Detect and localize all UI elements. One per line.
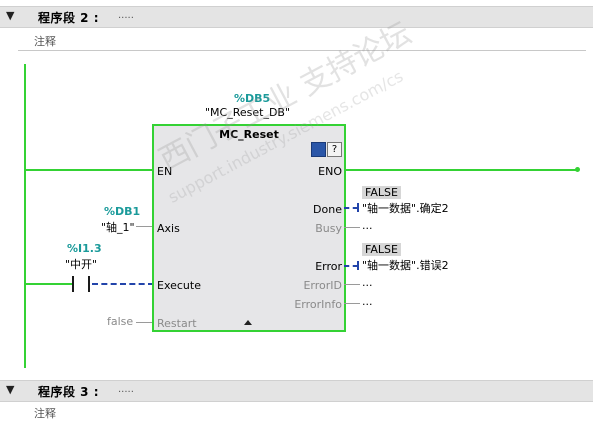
pin-eno[interactable]: ENO bbox=[318, 165, 342, 178]
block-title: MC_Reset bbox=[219, 128, 279, 141]
axis-connection-line bbox=[136, 226, 154, 227]
instance-db-name[interactable]: "MC_Reset_DB" bbox=[205, 106, 291, 119]
expand-arrow-icon[interactable] bbox=[244, 320, 252, 325]
block-info-icon[interactable] bbox=[311, 142, 326, 157]
pin-error[interactable]: Error bbox=[315, 260, 342, 273]
segment-title: 程序段 2 : bbox=[38, 11, 100, 25]
done-target[interactable]: "轴一数据".确定2 bbox=[362, 202, 449, 215]
segment-title-placeholder[interactable]: ..... bbox=[118, 10, 134, 21]
segment-3-header[interactable]: ▼ 程序段 3 : ..... bbox=[0, 380, 593, 402]
contact-right-bar[interactable] bbox=[88, 276, 90, 292]
errorid-connection-line bbox=[344, 284, 360, 285]
pin-busy[interactable]: Busy bbox=[315, 222, 342, 235]
eno-connection-line bbox=[344, 169, 578, 171]
busy-connection-line bbox=[344, 227, 360, 228]
restart-param-value[interactable]: false bbox=[107, 315, 134, 328]
error-signal-line bbox=[344, 265, 358, 267]
pin-errorid[interactable]: ErrorID bbox=[303, 279, 342, 292]
collapse-toggle-icon[interactable]: ▼ bbox=[6, 9, 15, 22]
pin-axis[interactable]: Axis bbox=[157, 222, 180, 235]
power-rail bbox=[24, 64, 26, 368]
segment-title: 程序段 3 : bbox=[38, 385, 100, 399]
block-help-icon[interactable]: ? bbox=[327, 142, 342, 157]
comment-text: 注释 bbox=[34, 35, 56, 48]
eno-end-dot bbox=[575, 167, 580, 172]
comment-text: 注释 bbox=[34, 407, 56, 420]
execute-contact-name[interactable]: "中开" bbox=[65, 258, 98, 271]
mc-reset-block[interactable]: MC_Reset ? EN Axis Execute Restart ENO D… bbox=[152, 124, 346, 332]
restart-connection-line bbox=[136, 322, 154, 323]
collapse-toggle-icon[interactable]: ▼ bbox=[6, 383, 15, 396]
segment-title-placeholder[interactable]: ..... bbox=[118, 384, 134, 395]
error-target[interactable]: "轴一数据".错误2 bbox=[362, 259, 449, 272]
done-signal-line bbox=[344, 207, 358, 209]
errorinfo-target[interactable]: ... bbox=[362, 295, 373, 308]
en-connection-line bbox=[24, 169, 154, 171]
pin-done[interactable]: Done bbox=[313, 203, 342, 216]
pin-restart[interactable]: Restart bbox=[157, 317, 197, 330]
done-signal-end bbox=[357, 203, 359, 212]
errorinfo-connection-line bbox=[344, 303, 360, 304]
axis-param-address[interactable]: %DB1 bbox=[104, 205, 141, 218]
pin-en[interactable]: EN bbox=[157, 165, 173, 178]
errorid-target[interactable]: ... bbox=[362, 276, 373, 289]
execute-rung-line bbox=[24, 283, 72, 285]
segment-2-header[interactable]: ▼ 程序段 2 : ..... bbox=[0, 6, 593, 28]
error-signal-end bbox=[357, 261, 359, 270]
segment-2-comment[interactable]: 注释 bbox=[18, 30, 586, 51]
axis-param-name[interactable]: "轴_1" bbox=[101, 221, 135, 234]
instance-db-address[interactable]: %DB5 bbox=[234, 92, 271, 105]
segment-3-comment[interactable]: 注释 bbox=[18, 403, 586, 420]
error-state-badge: FALSE bbox=[362, 243, 401, 256]
pin-errorinfo[interactable]: ErrorInfo bbox=[294, 298, 342, 311]
busy-target[interactable]: ... bbox=[362, 219, 373, 232]
contact-left-bar[interactable] bbox=[72, 276, 74, 292]
execute-contact-address[interactable]: %I1.3 bbox=[67, 242, 102, 255]
pin-execute[interactable]: Execute bbox=[157, 279, 201, 292]
done-state-badge: FALSE bbox=[362, 186, 401, 199]
execute-signal-line bbox=[92, 283, 154, 285]
